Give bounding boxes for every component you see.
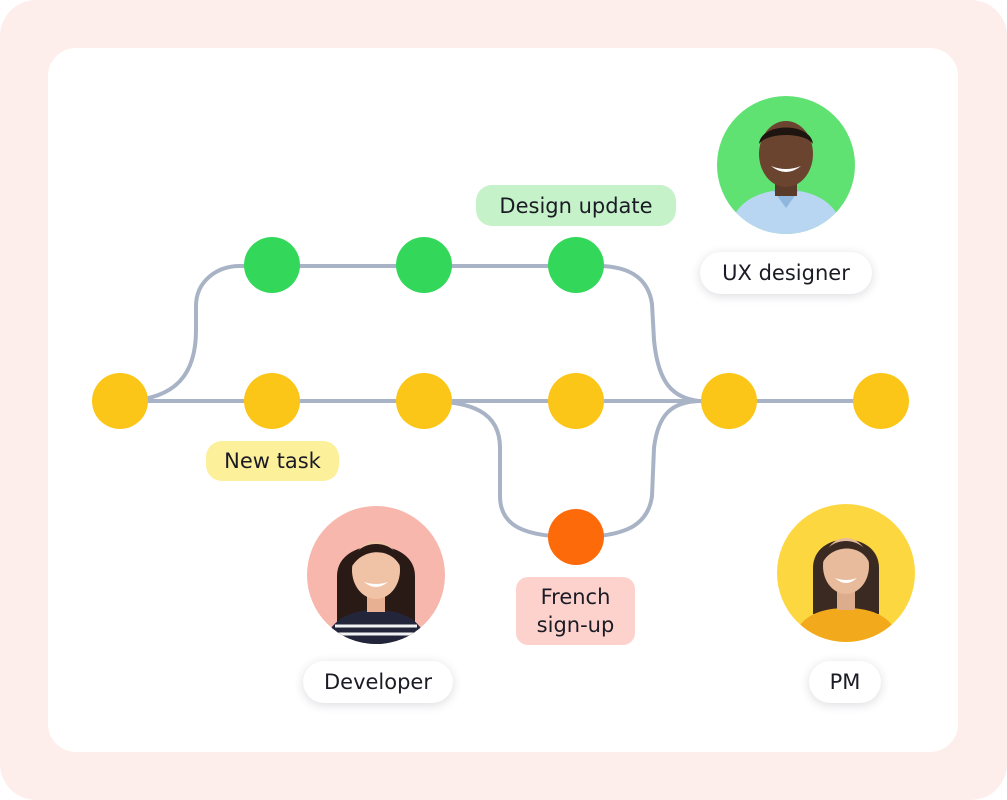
main-branch-nodes [92, 373, 909, 429]
design-branch-nodes [244, 237, 604, 293]
main-node-6[interactable] [853, 373, 909, 429]
pm-role-label: PM [809, 661, 881, 703]
pm-portrait [777, 504, 915, 642]
main-node-5[interactable] [701, 373, 757, 429]
ux-designer-portrait [717, 96, 855, 234]
design-branch-line [118, 264, 701, 403]
design-node-2[interactable] [396, 237, 452, 293]
french-signup-label: French sign-up [516, 577, 635, 645]
ux-designer-avatar [717, 96, 855, 234]
main-node-3[interactable] [396, 373, 452, 429]
pm-avatar [777, 504, 915, 642]
new-task-label: New task [206, 441, 339, 481]
developer-avatar [307, 506, 445, 644]
french-signup-node[interactable] [548, 509, 604, 565]
design-node-3[interactable] [548, 237, 604, 293]
design-update-label: Design update [476, 185, 676, 226]
design-node-1[interactable] [244, 237, 300, 293]
main-node-4[interactable] [548, 373, 604, 429]
developer-role-label: Developer [303, 661, 453, 703]
developer-portrait [307, 506, 445, 644]
main-node-1[interactable] [92, 373, 148, 429]
ux-designer-role-label: UX designer [700, 252, 872, 294]
main-node-2[interactable] [244, 373, 300, 429]
